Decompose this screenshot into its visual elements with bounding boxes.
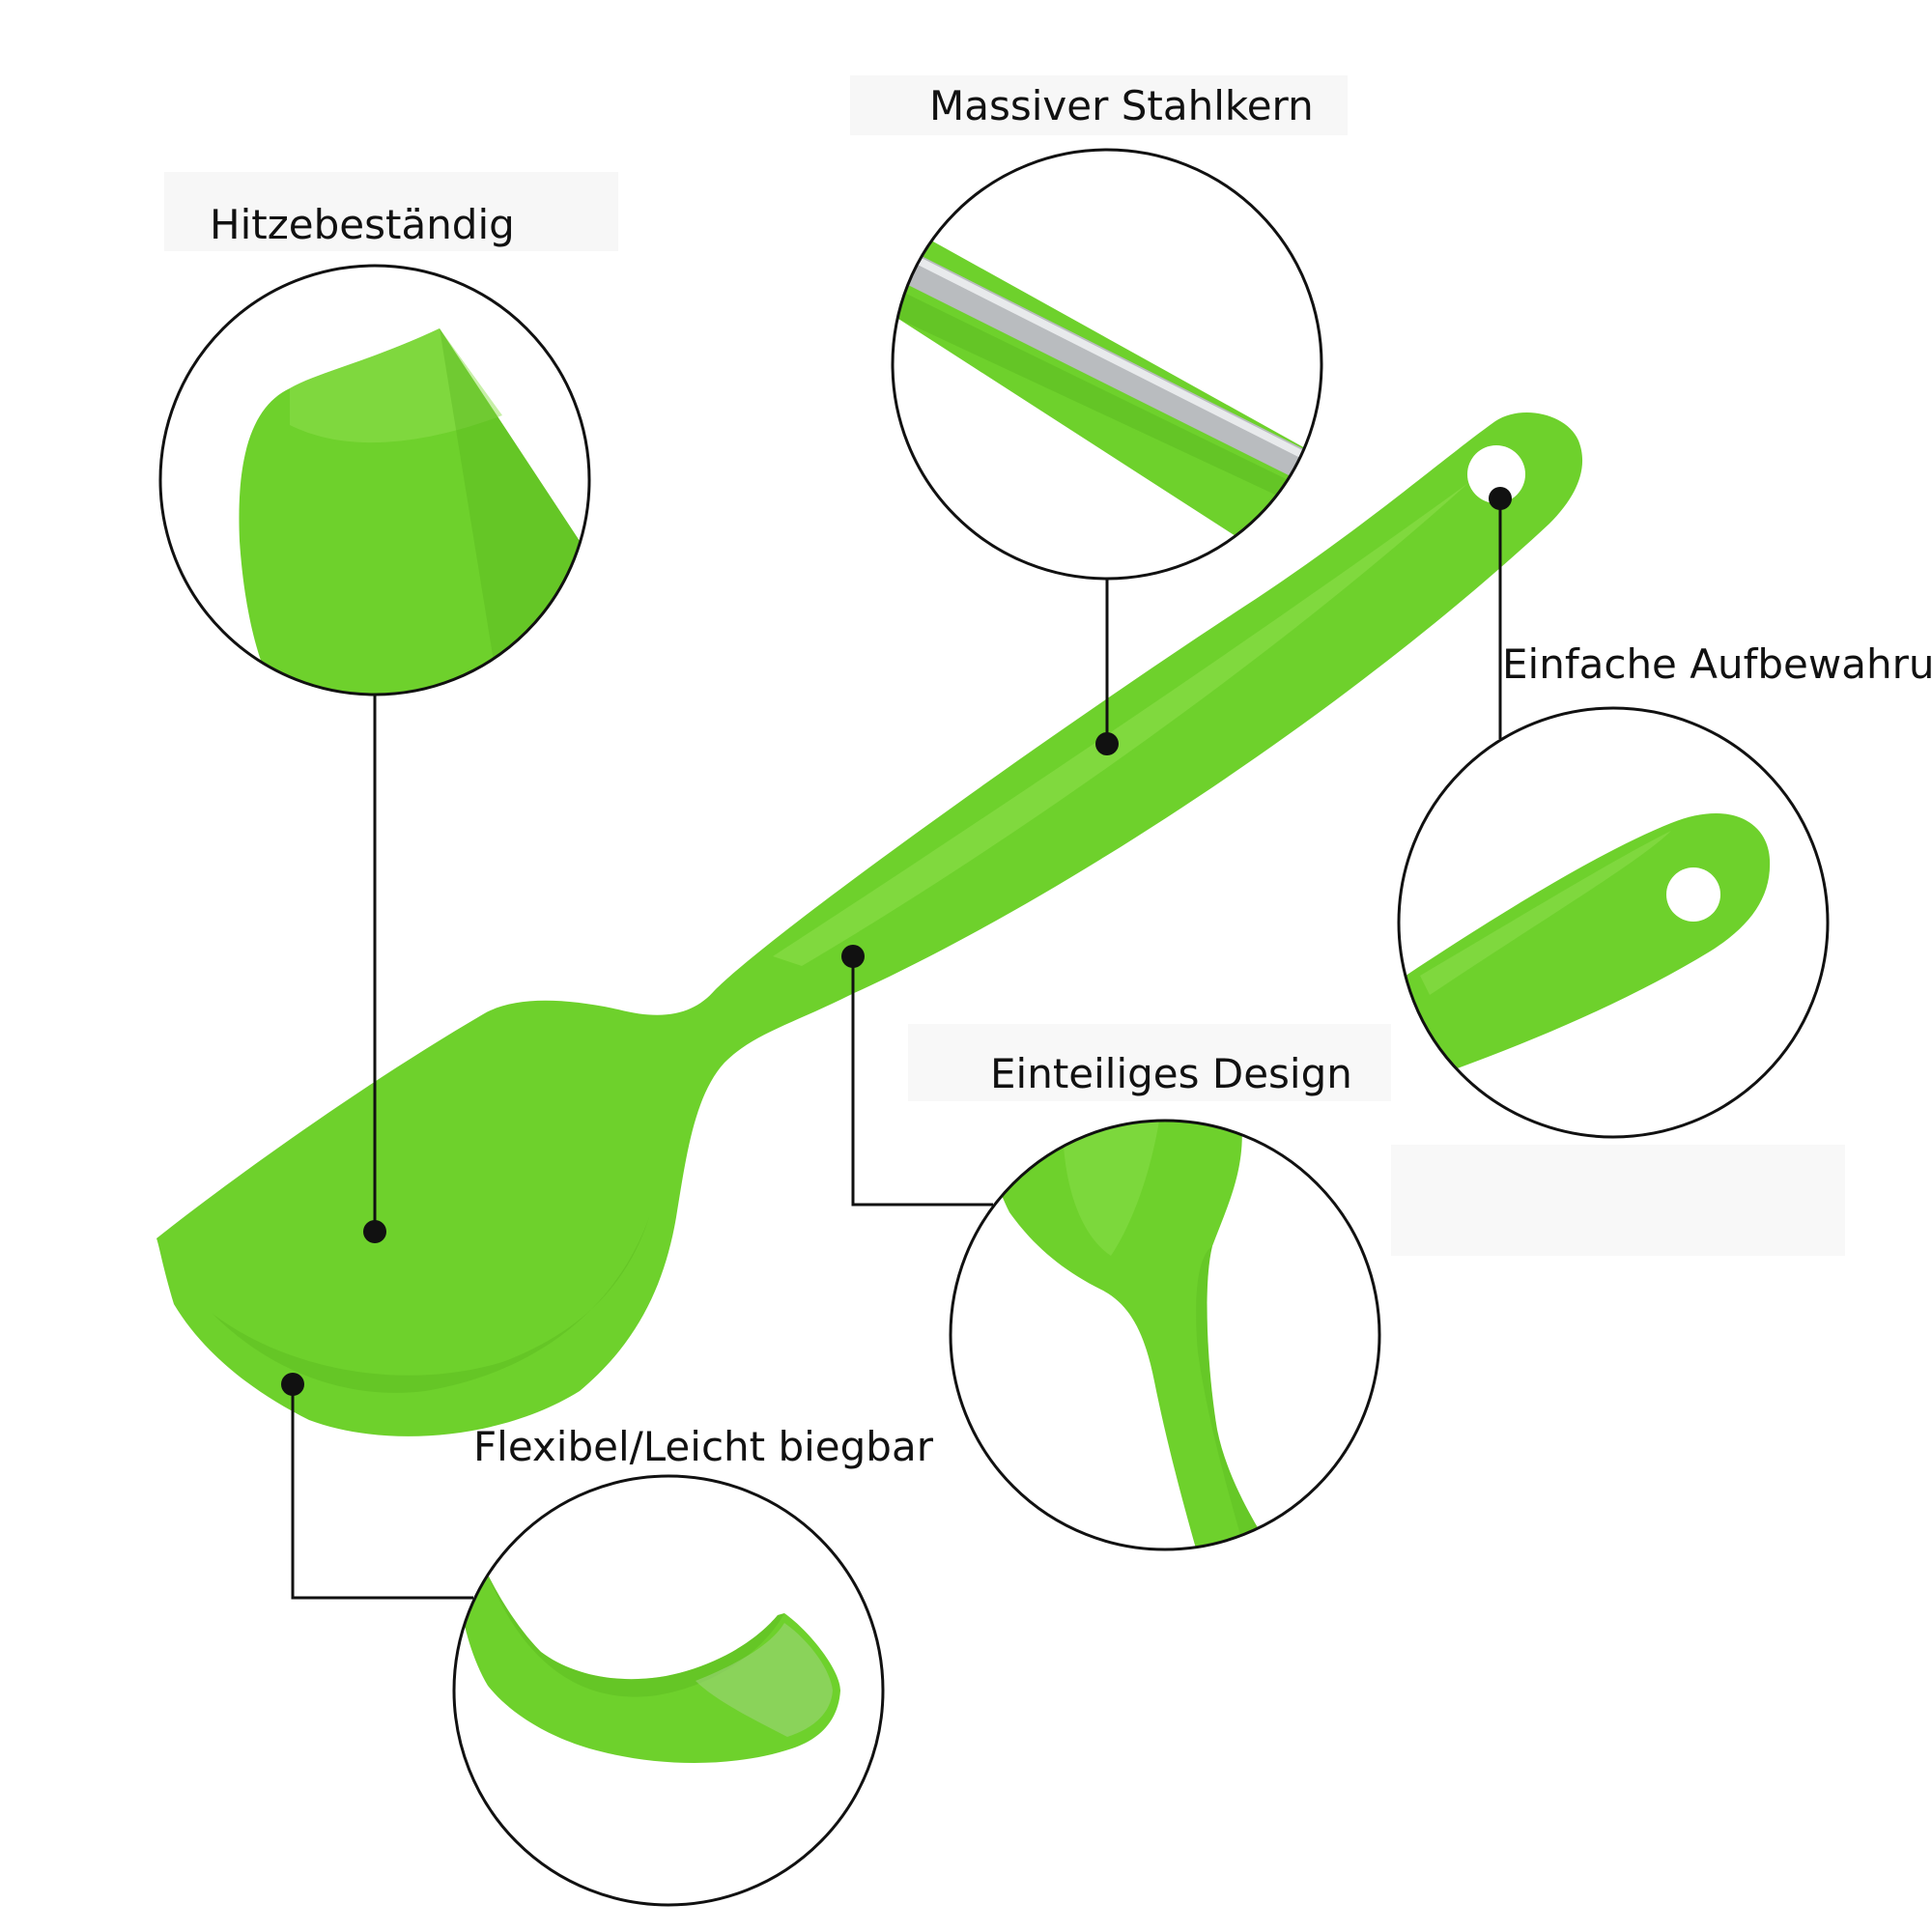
label-flexible: Flexibel/Leicht biegbar bbox=[473, 1423, 934, 1470]
detail-flex bbox=[454, 1476, 883, 1905]
label-backdrop bbox=[908, 1024, 1391, 1101]
detail-circle-storage bbox=[1397, 706, 1830, 1139]
spatula-shade bbox=[213, 1217, 649, 1393]
label-backdrop bbox=[850, 75, 1348, 135]
detail-circle-onepiece bbox=[949, 1119, 1381, 1551]
detail-circle-flex bbox=[452, 1474, 885, 1907]
dot-flex bbox=[281, 1373, 304, 1396]
dot-storage bbox=[1489, 487, 1512, 510]
hanging-hole bbox=[1467, 445, 1525, 503]
leader-flex bbox=[291, 1384, 473, 1600]
spatula bbox=[156, 412, 1583, 1436]
leader-onepiece bbox=[851, 956, 993, 1207]
dot-onepiece bbox=[841, 945, 865, 968]
detail-onepiece bbox=[951, 1121, 1379, 1549]
spatula-highlight bbox=[773, 483, 1468, 966]
detail-core bbox=[893, 150, 1321, 579]
anchor-dots bbox=[281, 487, 1512, 1396]
detail-circle-core bbox=[891, 148, 1323, 581]
label-backdrop bbox=[1391, 1145, 1845, 1256]
label-heat-resistant: Hitzebeständig bbox=[210, 201, 515, 248]
detail-storage bbox=[1399, 708, 1828, 1137]
label-backdrop bbox=[164, 172, 618, 251]
leader-lines bbox=[291, 498, 1502, 1600]
label-steel-core: Massiver Stahlkern bbox=[929, 82, 1314, 129]
detail-circle-heat bbox=[158, 264, 591, 696]
dot-core bbox=[1095, 732, 1119, 755]
dot-heat bbox=[363, 1220, 386, 1243]
label-easy-storage: Einfache Aufbewahrung bbox=[1502, 640, 1932, 688]
label-one-piece-design: Einteiliges Design bbox=[990, 1050, 1352, 1097]
detail-heat bbox=[160, 266, 589, 695]
